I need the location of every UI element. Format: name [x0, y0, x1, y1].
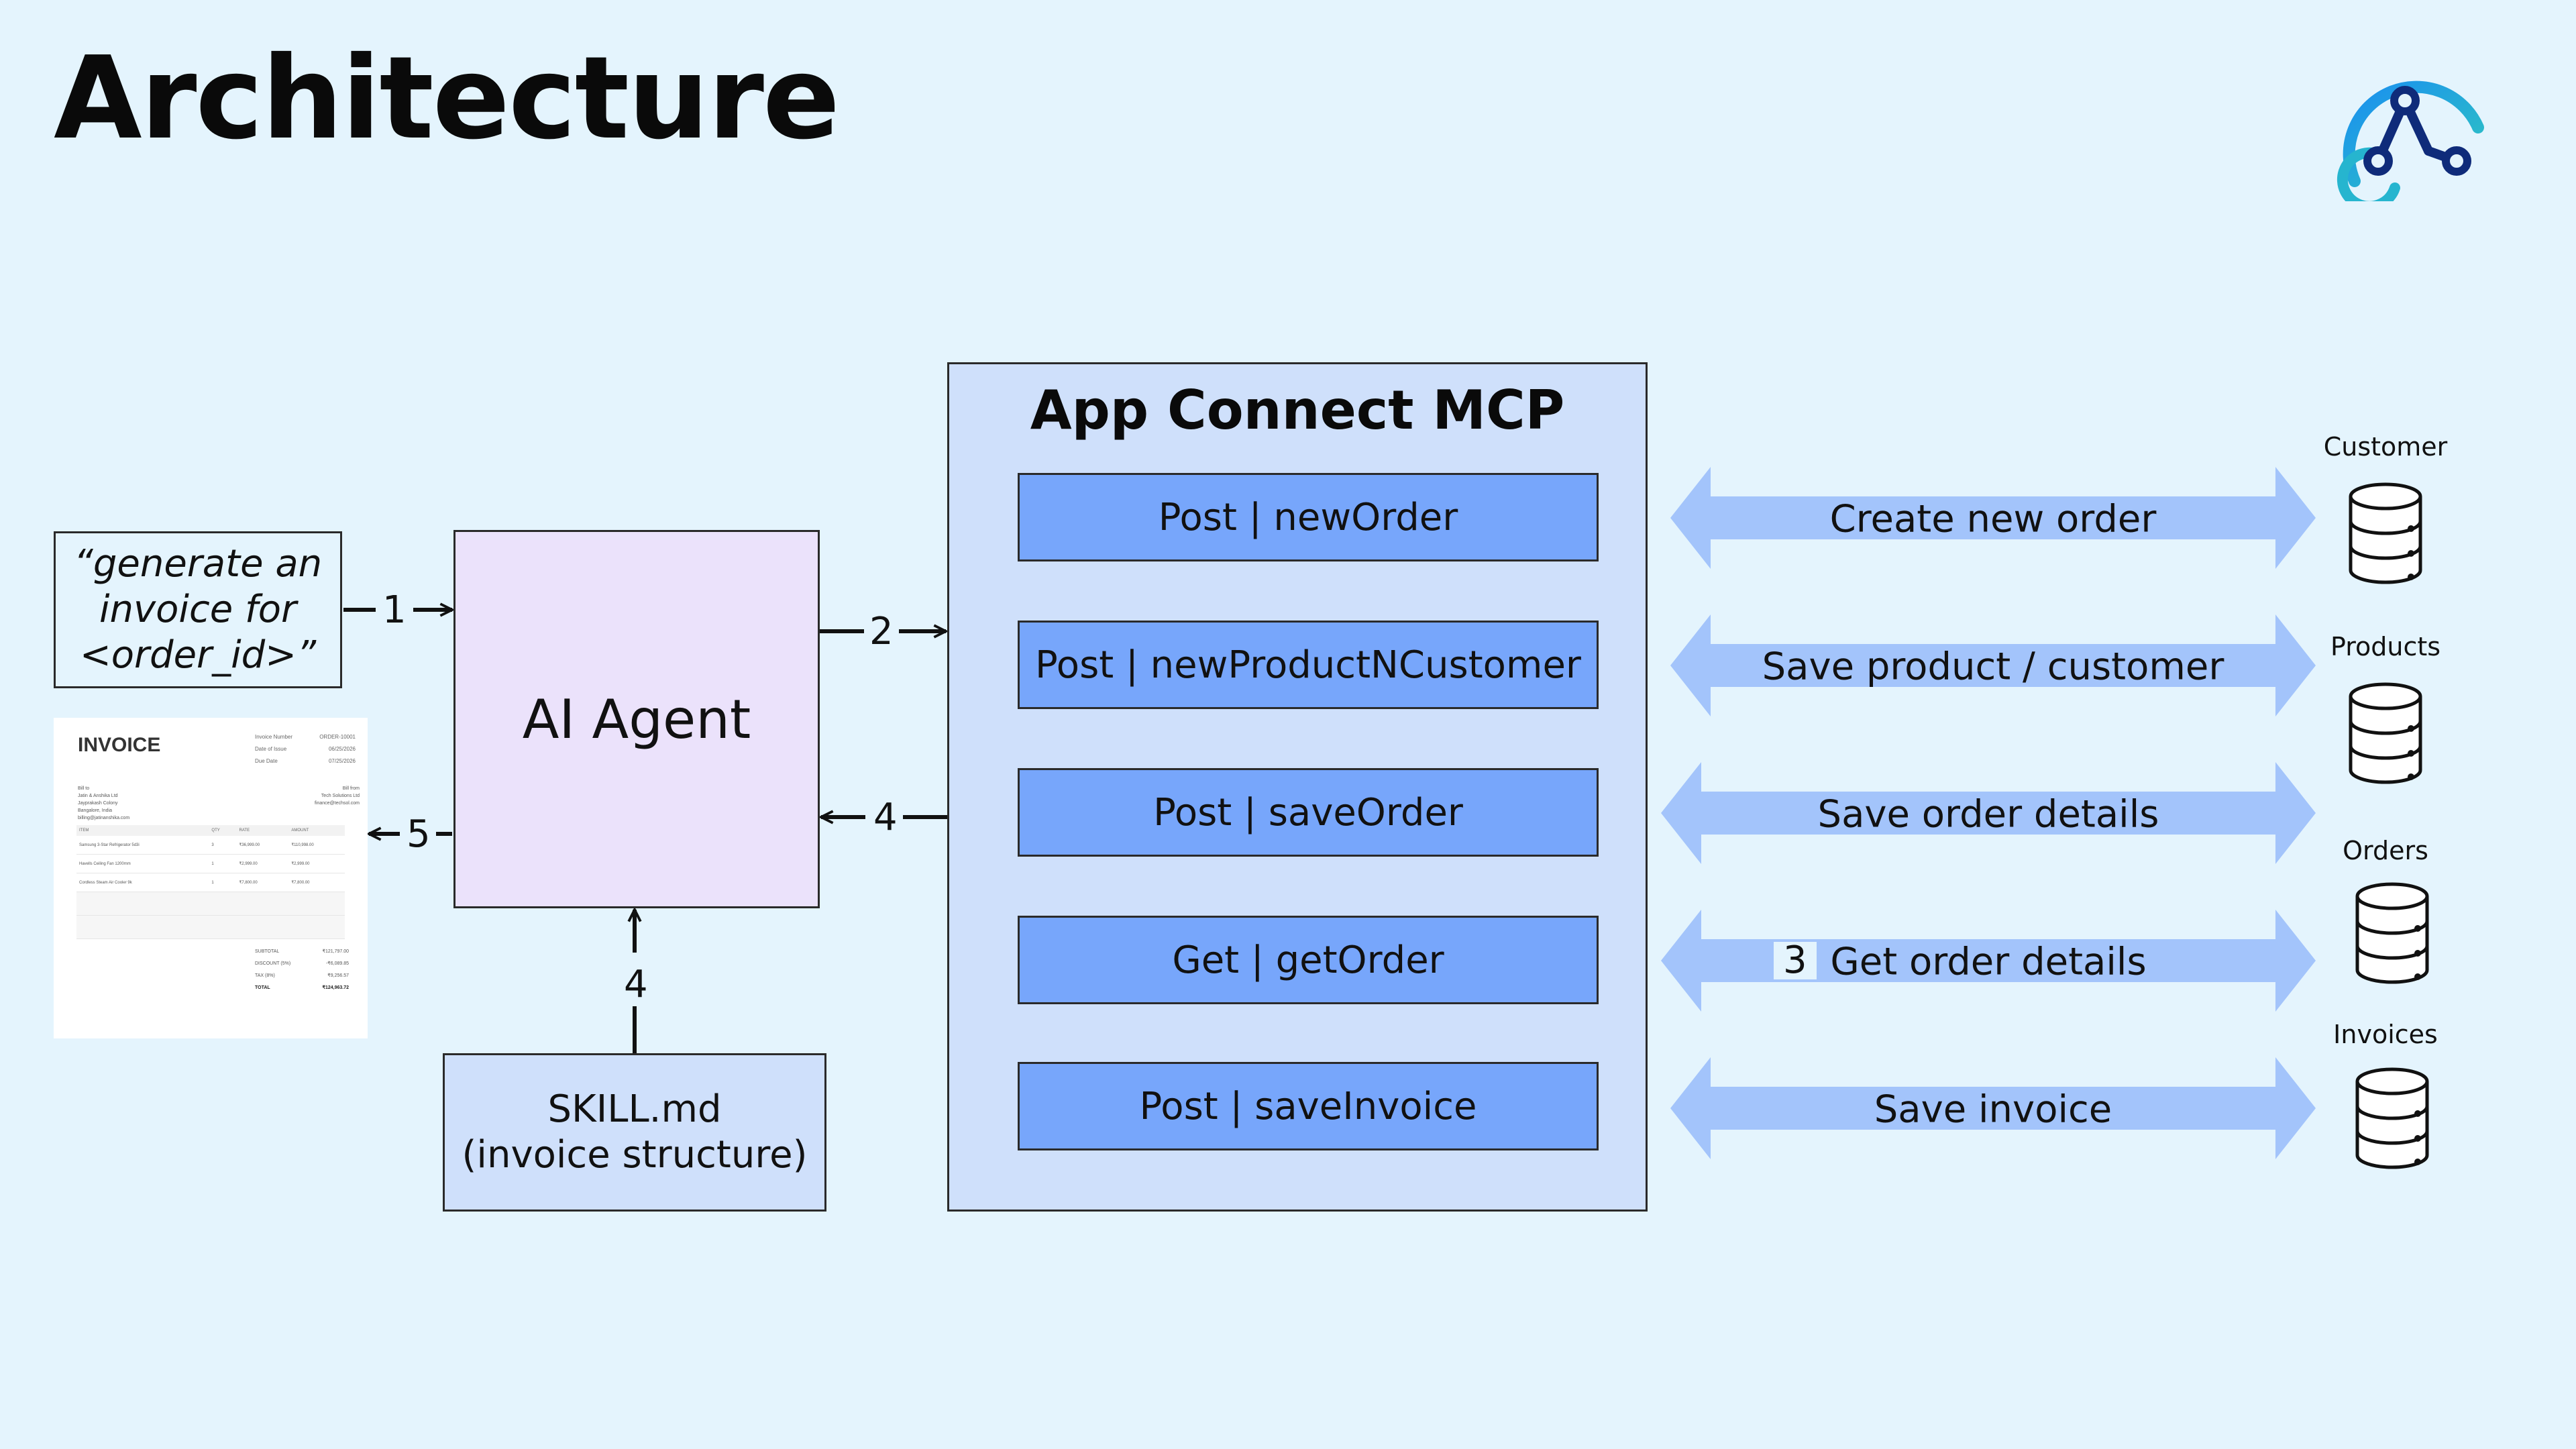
app-connect-logo-icon	[2337, 80, 2484, 201]
table-row	[76, 915, 345, 939]
endpoint-save-invoice: Post | saveInvoice	[1018, 1062, 1599, 1150]
cell: ₹7,800.00	[236, 873, 289, 892]
cell: 1	[209, 854, 237, 873]
database-icon-customer	[2349, 482, 2422, 584]
database-icon-invoices	[2355, 1067, 2429, 1169]
table-row: Samsung 3-Star Refrigerator 5d3i 3 ₹36,9…	[76, 836, 345, 855]
meta-key: Due Date	[255, 758, 278, 764]
step-number-4: 4	[873, 796, 898, 839]
prompt-line: invoice for	[99, 588, 297, 631]
cell: ₹7,800.00	[288, 873, 345, 892]
endpoint-new-product-customer: Post | newProductNCustomer	[1018, 621, 1599, 709]
flow-arrow-create-order	[1670, 467, 2316, 569]
billto-right: finance@techsol.com	[314, 801, 360, 806]
step-number-2: 2	[869, 610, 894, 653]
step-number-4-skill: 4	[624, 963, 648, 1006]
cell: 1	[209, 873, 237, 892]
flow-label-save-order: Save order details	[1817, 792, 2159, 837]
prompt-line: “generate an	[73, 542, 323, 586]
billto-left: Jatin & Anshika Ltd	[78, 794, 118, 798]
invoice-totals: SUBTOTAL ₹121,797.00 DISCOUNT (5%) -₹6,089…	[255, 946, 349, 994]
database-icon-products	[2349, 682, 2422, 784]
cell: ₹36,999.00	[236, 836, 289, 855]
page-title: Architecture	[54, 32, 840, 165]
database-icon-orders	[2355, 882, 2429, 984]
prompt-box: “generate an invoice for <order_id>”	[54, 531, 342, 688]
table-row	[76, 892, 345, 916]
skill-desc: (invoice structure)	[462, 1133, 808, 1177]
step-number-5: 5	[407, 812, 431, 856]
total-value: ₹9,256.57	[327, 973, 349, 978]
flow-label-get-order: Get order details	[1830, 940, 2147, 984]
flow-arrow-get-order	[1661, 910, 2316, 1012]
meta-value: 07/25/2026	[328, 758, 356, 764]
step-number-3: 3	[1774, 942, 1817, 979]
mcp-container: App Connect MCP Post | newOrder Post | n…	[947, 362, 1648, 1212]
step-number-1: 1	[382, 588, 407, 632]
total-value: -₹6,089.85	[325, 961, 349, 966]
blank-cell	[76, 892, 345, 916]
flow-arrow-save-order	[1661, 762, 2316, 864]
cell: Cordless Steam Air Cooler 9k	[76, 873, 209, 892]
ai-agent-box: AI Agent	[453, 530, 820, 908]
meta-key: Date of Issue	[255, 746, 287, 752]
blank-cell	[76, 915, 345, 939]
total-key: SUBTOTAL	[255, 949, 280, 954]
db-label-orders: Orders	[2343, 836, 2428, 865]
cell: ₹110,998.00	[288, 836, 345, 855]
meta-key: Invoice Number	[255, 734, 293, 740]
cell: ₹2,999.00	[236, 854, 289, 873]
endpoint-new-order: Post | newOrder	[1018, 473, 1599, 561]
flow-arrow-save-product	[1670, 614, 2316, 716]
flow-label-create-order: Create new order	[1829, 497, 2157, 541]
column-header: RATE	[236, 825, 289, 836]
cell: Havells Ceiling Fan 1200mm	[76, 854, 209, 873]
column-header: ITEM	[76, 825, 209, 836]
flow-label-save-invoice: Save invoice	[1874, 1087, 2112, 1132]
total-value: ₹124,963.72	[322, 985, 350, 990]
flow-label-save-product: Save product / customer	[1762, 645, 2224, 689]
db-label-invoices: Invoices	[2333, 1020, 2438, 1049]
billto-left: billing@jatinanshika.com	[78, 816, 130, 820]
ai-agent-label: AI Agent	[522, 688, 751, 751]
cell: ₹2,999.00	[288, 854, 345, 873]
billto-left: Bangalore, India	[78, 808, 112, 813]
db-label-products: Products	[2330, 632, 2441, 661]
mcp-title: App Connect MCP	[1030, 379, 1565, 441]
endpoint-get-order: Get | getOrder	[1018, 916, 1599, 1004]
meta-value: ORDER-10001	[319, 734, 356, 740]
invoice-billing: Bill to Bill from Jatin & Anshika Ltd Tech…	[78, 785, 360, 822]
db-label-customer: Customer	[2323, 432, 2448, 462]
endpoint-save-order: Post | saveOrder	[1018, 768, 1599, 857]
invoice-table: ITEM QTY RATE AMOUNT Samsung 3-Star Refr…	[76, 825, 345, 939]
prompt-line: <order_id>”	[79, 633, 317, 677]
skill-name: SKILL.md	[547, 1087, 722, 1131]
invoice-meta: Invoice Number ORDER-10001 Date of Issue 0…	[255, 731, 356, 767]
skill-box: SKILL.md (invoice structure)	[443, 1053, 826, 1212]
invoice-thumbnail: INVOICE Invoice Number ORDER-10001 Date o…	[54, 718, 368, 1038]
cell: 3	[209, 836, 237, 855]
total-value: ₹121,797.00	[322, 949, 350, 954]
billto-right: Bill from	[342, 786, 360, 791]
billto-right: Tech Solutions Ltd	[321, 794, 360, 798]
total-key: TOTAL	[255, 985, 270, 990]
table-row: Havells Ceiling Fan 1200mm 1 ₹2,999.00 ₹…	[76, 854, 345, 873]
column-header: AMOUNT	[288, 825, 345, 836]
billto-left: Bill to	[78, 786, 90, 791]
total-key: DISCOUNT (5%)	[255, 961, 291, 966]
column-header: QTY	[209, 825, 237, 836]
invoice-title: INVOICE	[78, 734, 161, 756]
cell: Samsung 3-Star Refrigerator 5d3i	[76, 836, 209, 855]
billto-left: Jayprakash Colony	[78, 801, 118, 806]
table-row: Cordless Steam Air Cooler 9k 1 ₹7,800.00…	[76, 873, 345, 892]
total-key: TAX (8%)	[255, 973, 275, 978]
meta-value: 06/25/2026	[328, 746, 356, 752]
flow-arrow-save-invoice	[1670, 1057, 2316, 1159]
